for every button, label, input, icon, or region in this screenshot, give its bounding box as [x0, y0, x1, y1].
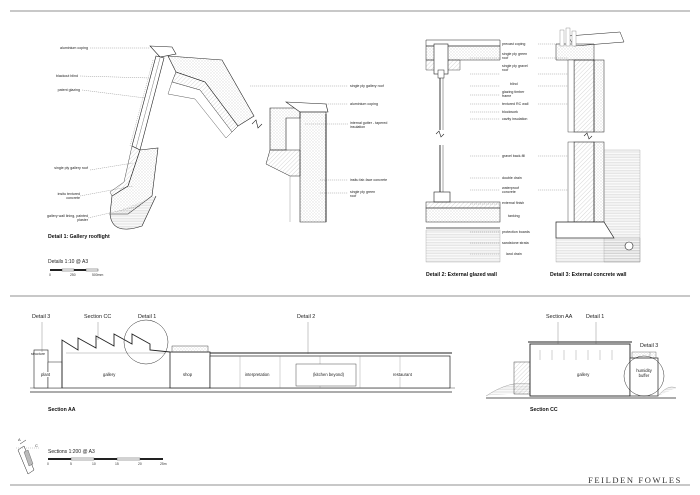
- aa-label-structure: structure: [31, 352, 45, 356]
- detail1-scale-title: Details 1:10 @ A3: [48, 259, 89, 265]
- sections-scale-tick-0: 0: [47, 462, 49, 466]
- d2-label-protection-boards: protection boards: [502, 230, 530, 234]
- aa-callout-detail1: Detail 1: [138, 314, 157, 320]
- section-aa-drawing: [30, 319, 455, 393]
- d1-label-internal-gutter: internal gutter - tapered insulation: [350, 121, 388, 129]
- sections-scale-tick-25m: 25m: [160, 462, 167, 466]
- d2-label-textured-rc-wall: textured RC wall: [502, 102, 529, 106]
- d1-label-patent-glazing: patent glazing: [57, 88, 80, 92]
- d2-label-gravel-back-fill: gravel back-fill: [502, 154, 525, 158]
- detail2-caption: Detail 2: External glazed wall: [426, 272, 497, 278]
- detail1-scale-tick-250: 250: [70, 273, 76, 277]
- key-letter-c: C: [35, 443, 38, 448]
- sections-scale-bar: [48, 457, 163, 461]
- d2-label-tanking: tanking: [508, 214, 520, 218]
- d2-label-blockwork: blockwork: [502, 110, 518, 114]
- d2-label-glazing-timber-frame: glazing timber frame: [502, 90, 525, 98]
- cc-room-humidity-buffer: humidity buffer: [632, 368, 656, 378]
- d1-label-single-ply-green-roof: single ply green roof: [350, 190, 376, 198]
- detail1-scale-tick-0: 0: [49, 273, 51, 277]
- sections-scale-tick-5: 5: [70, 462, 72, 466]
- cc-callout-detail3: Detail 3: [640, 343, 659, 349]
- sections-scale-title: Sections 1:200 @ A3: [48, 449, 95, 455]
- d2-label-precast-coping: precast coping: [502, 42, 526, 46]
- d1-label-aluminium-coping-right: aluminium coping: [350, 102, 378, 106]
- d2-label-blind: blind: [510, 82, 518, 86]
- aa-room-interpretation: interpretation: [244, 372, 271, 377]
- detail1-scale-tick-500mm: 500mm: [92, 273, 104, 277]
- section-cc-caption: Section CC: [530, 407, 558, 413]
- d1-label-aluminium-coping: aluminium coping: [60, 46, 88, 50]
- aa-room-restaurant: restaurant: [392, 372, 413, 377]
- aa-callout-section-cc: Section CC: [84, 314, 112, 320]
- d2-label-sandstone-strata: sandstone strata: [502, 241, 529, 245]
- d2-label-single-ply-gravel-roof: single ply gravel roof: [502, 64, 528, 72]
- aa-room-shop: shop: [182, 372, 194, 377]
- detail2-3-drawing: [425, 27, 641, 263]
- detail3-caption: Detail 3: External concrete wall: [550, 272, 627, 278]
- d2-label-external-finish: external finish: [502, 201, 525, 205]
- key-plan-drawing: [16, 439, 40, 475]
- d1-label-single-ply-roof-right: single ply gallery roof: [350, 84, 384, 88]
- aa-room-gallery: gallery: [102, 372, 117, 377]
- section-cc-drawing: [485, 322, 677, 399]
- sections-scale-tick-15: 15: [115, 462, 119, 466]
- d1-label-single-ply-roof-left: single ply gallery roof: [54, 166, 88, 170]
- d1-label-insitu-fair-face-concrete: insitu fair-face concrete: [350, 178, 388, 182]
- cc-callout-section-aa: Section AA: [546, 314, 573, 320]
- sections-scale-tick-10: 10: [92, 462, 96, 466]
- d1-label-blackout-blind: blackout blind: [56, 74, 78, 78]
- aa-callout-detail3: Detail 3: [32, 314, 51, 320]
- d2-label-single-ply-green-roof: single ply green roof: [502, 52, 528, 60]
- cc-callout-detail1: Detail 1: [586, 314, 605, 320]
- d2-label-waterproof-concrete: waterproof concrete: [502, 186, 519, 194]
- key-letter-a: A: [18, 437, 21, 442]
- sections-scale-tick-20: 20: [138, 462, 142, 466]
- aa-room-kitchen-beyond: (kitchen beyond): [312, 372, 345, 377]
- brand-logo: FEILDEN FOWLES: [588, 475, 682, 485]
- aa-room-plant: plant: [40, 372, 52, 377]
- detail1-drawing: [50, 45, 348, 272]
- d1-label-insitu-textured-concrete: insitu textured concrete: [57, 192, 80, 200]
- aa-callout-detail2: Detail 2: [297, 314, 316, 320]
- section-aa-caption: Section AA: [48, 407, 76, 413]
- d1-label-gallery-wall-lining: gallery wall lining, painted plaster: [47, 214, 88, 222]
- d2-label-land-drain: land drain: [506, 252, 522, 256]
- d2-label-cavity-insulation: cavity insulation: [502, 117, 528, 121]
- detail1-caption: Detail 1: Gallery rooflight: [48, 234, 110, 240]
- cc-room-gallery: gallery: [576, 372, 591, 377]
- d2-label-double-drain: double drain: [502, 176, 522, 180]
